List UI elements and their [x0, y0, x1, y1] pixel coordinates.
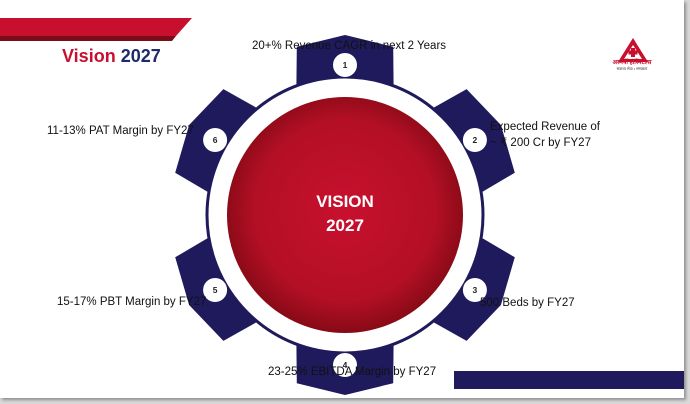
hospital-logo-icon: [618, 38, 648, 62]
node-1-label: 20+% Revenue CAGR in next 2 Years: [252, 40, 447, 52]
badge-number-6: 6: [213, 135, 218, 145]
slide: Vision 2027 अस्पर्षी हॉस्पिटल्स सवाथ्य स…: [0, 0, 684, 398]
badge-circle-2: [462, 128, 487, 152]
badge-number-1: 1: [343, 60, 348, 70]
badge-circle-1: [333, 53, 357, 77]
node-2-label: Expected Revenue of ~ ₹ 200 Cr by FY27: [490, 119, 600, 151]
center-title: VISION 2027: [245, 190, 445, 238]
badge-circle-4: [333, 353, 357, 377]
badge-number-5: 5: [213, 285, 218, 295]
node-2-label-line2: ~ ₹ 200 Cr by FY27: [490, 137, 591, 149]
badge-number-2: 2: [473, 135, 478, 145]
center-red-circle: [227, 97, 463, 333]
badge-number-3: 3: [473, 285, 478, 295]
slide-title: Vision 2027: [62, 46, 161, 67]
top-banner-stripe: [0, 18, 192, 41]
logo-text: अस्पर्षी हॉस्पिटल्स: [612, 60, 652, 66]
node-2-label-line1: Expected Revenue of: [490, 121, 600, 133]
badge-circle-3: [462, 278, 487, 302]
node-5-label: 15-17% PBT Margin by FY27: [57, 296, 207, 308]
node-3-label: 500 Beds by FY27: [480, 297, 575, 309]
logo-tagline: सवाथ्य सेवा • सम्पन्नता: [616, 67, 648, 71]
badge-circle-5: [203, 278, 228, 302]
title-word-vision: Vision: [62, 46, 116, 66]
vision-wheel-diagram: 1 2 3 4 5 6: [175, 35, 515, 395]
node-6-label: 11-13% PAT Margin by FY27: [47, 125, 194, 137]
node-4-label: 23-25% EBITDA Margin by FY27: [268, 366, 437, 378]
center-title-line2: 2027: [326, 216, 364, 235]
badge-number-4: 4: [343, 360, 348, 370]
number-badges: 1 2 3 4 5 6: [203, 53, 487, 377]
title-word-year: 2027: [120, 46, 161, 66]
badge-circle-6: [203, 128, 228, 152]
bottom-banner-stripe: [454, 371, 684, 389]
center-title-line1: VISION: [316, 192, 374, 211]
